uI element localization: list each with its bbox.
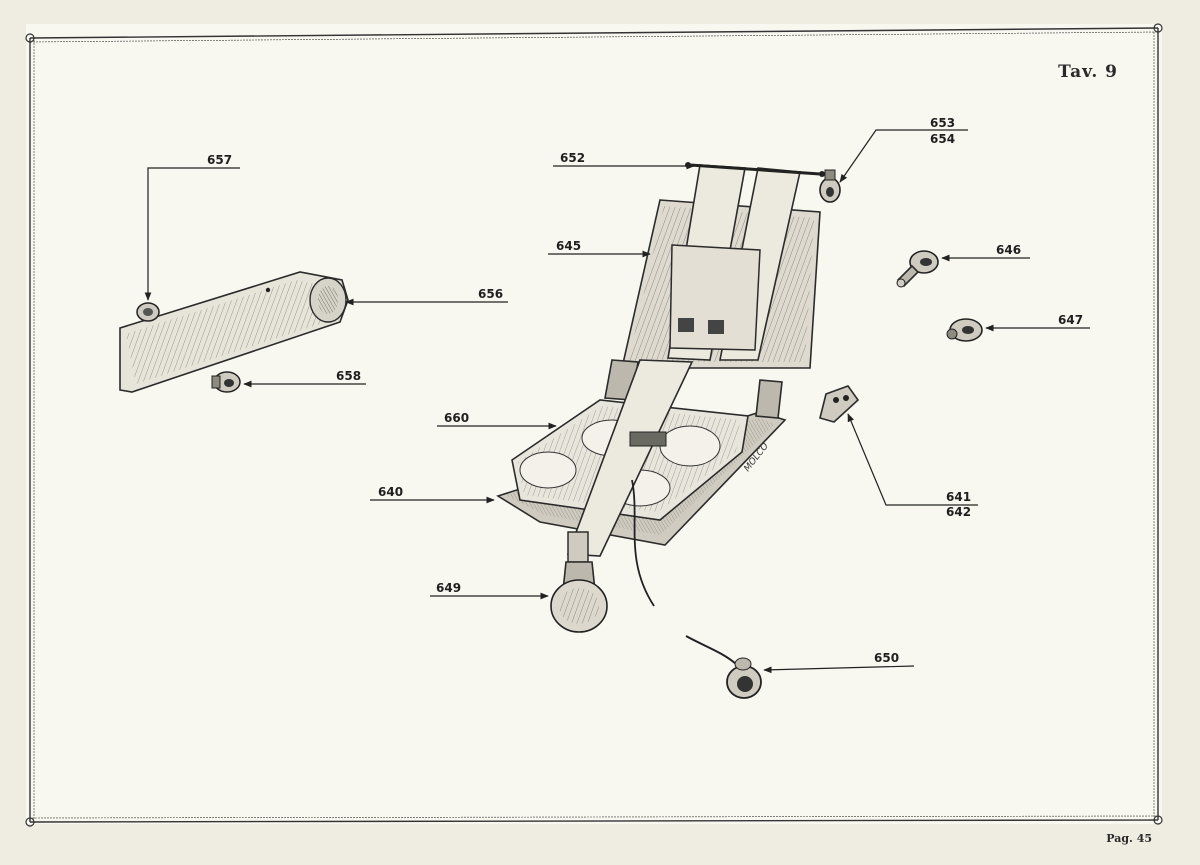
part-646-bracket	[896, 250, 939, 288]
seat-cable	[631, 479, 655, 607]
callout-660: 660	[444, 411, 469, 425]
callout-649: 649	[436, 581, 461, 595]
callout-654: 654	[930, 132, 955, 146]
callout-641: 641	[946, 490, 971, 504]
callout-658: 658	[336, 369, 361, 383]
plate-title: Tav. 9	[1058, 62, 1118, 82]
callout-642: 642	[946, 505, 971, 519]
callout-645: 645	[556, 239, 581, 253]
page-number: Pag. 45	[1106, 832, 1152, 845]
part-645-backrest	[620, 164, 821, 369]
callout-657: 657	[207, 153, 232, 167]
part-660-cushion	[511, 359, 749, 557]
callout-653: 653	[930, 116, 955, 130]
callout-646: 646	[996, 243, 1021, 257]
part-653-654-eyelet	[819, 169, 841, 203]
part-647-clamp	[946, 318, 983, 342]
callout-labels: 657 656 658 652 645 660 640 649 653 654 …	[207, 116, 1083, 665]
plate-border	[25, 23, 1163, 827]
callout-650: 650	[874, 651, 899, 665]
part-656-headrest	[119, 271, 349, 393]
part-649-buckle	[550, 531, 608, 633]
callout-647: 647	[1058, 313, 1083, 327]
part-641-642-plate	[819, 385, 860, 423]
callout-656: 656	[478, 287, 503, 301]
leader-lines	[144, 129, 1090, 674]
callout-640: 640	[378, 485, 403, 499]
part-658-clamp	[211, 371, 241, 393]
callout-652: 652	[560, 151, 585, 165]
part-650-release-handle	[685, 635, 762, 699]
part-657-clip	[136, 302, 160, 322]
